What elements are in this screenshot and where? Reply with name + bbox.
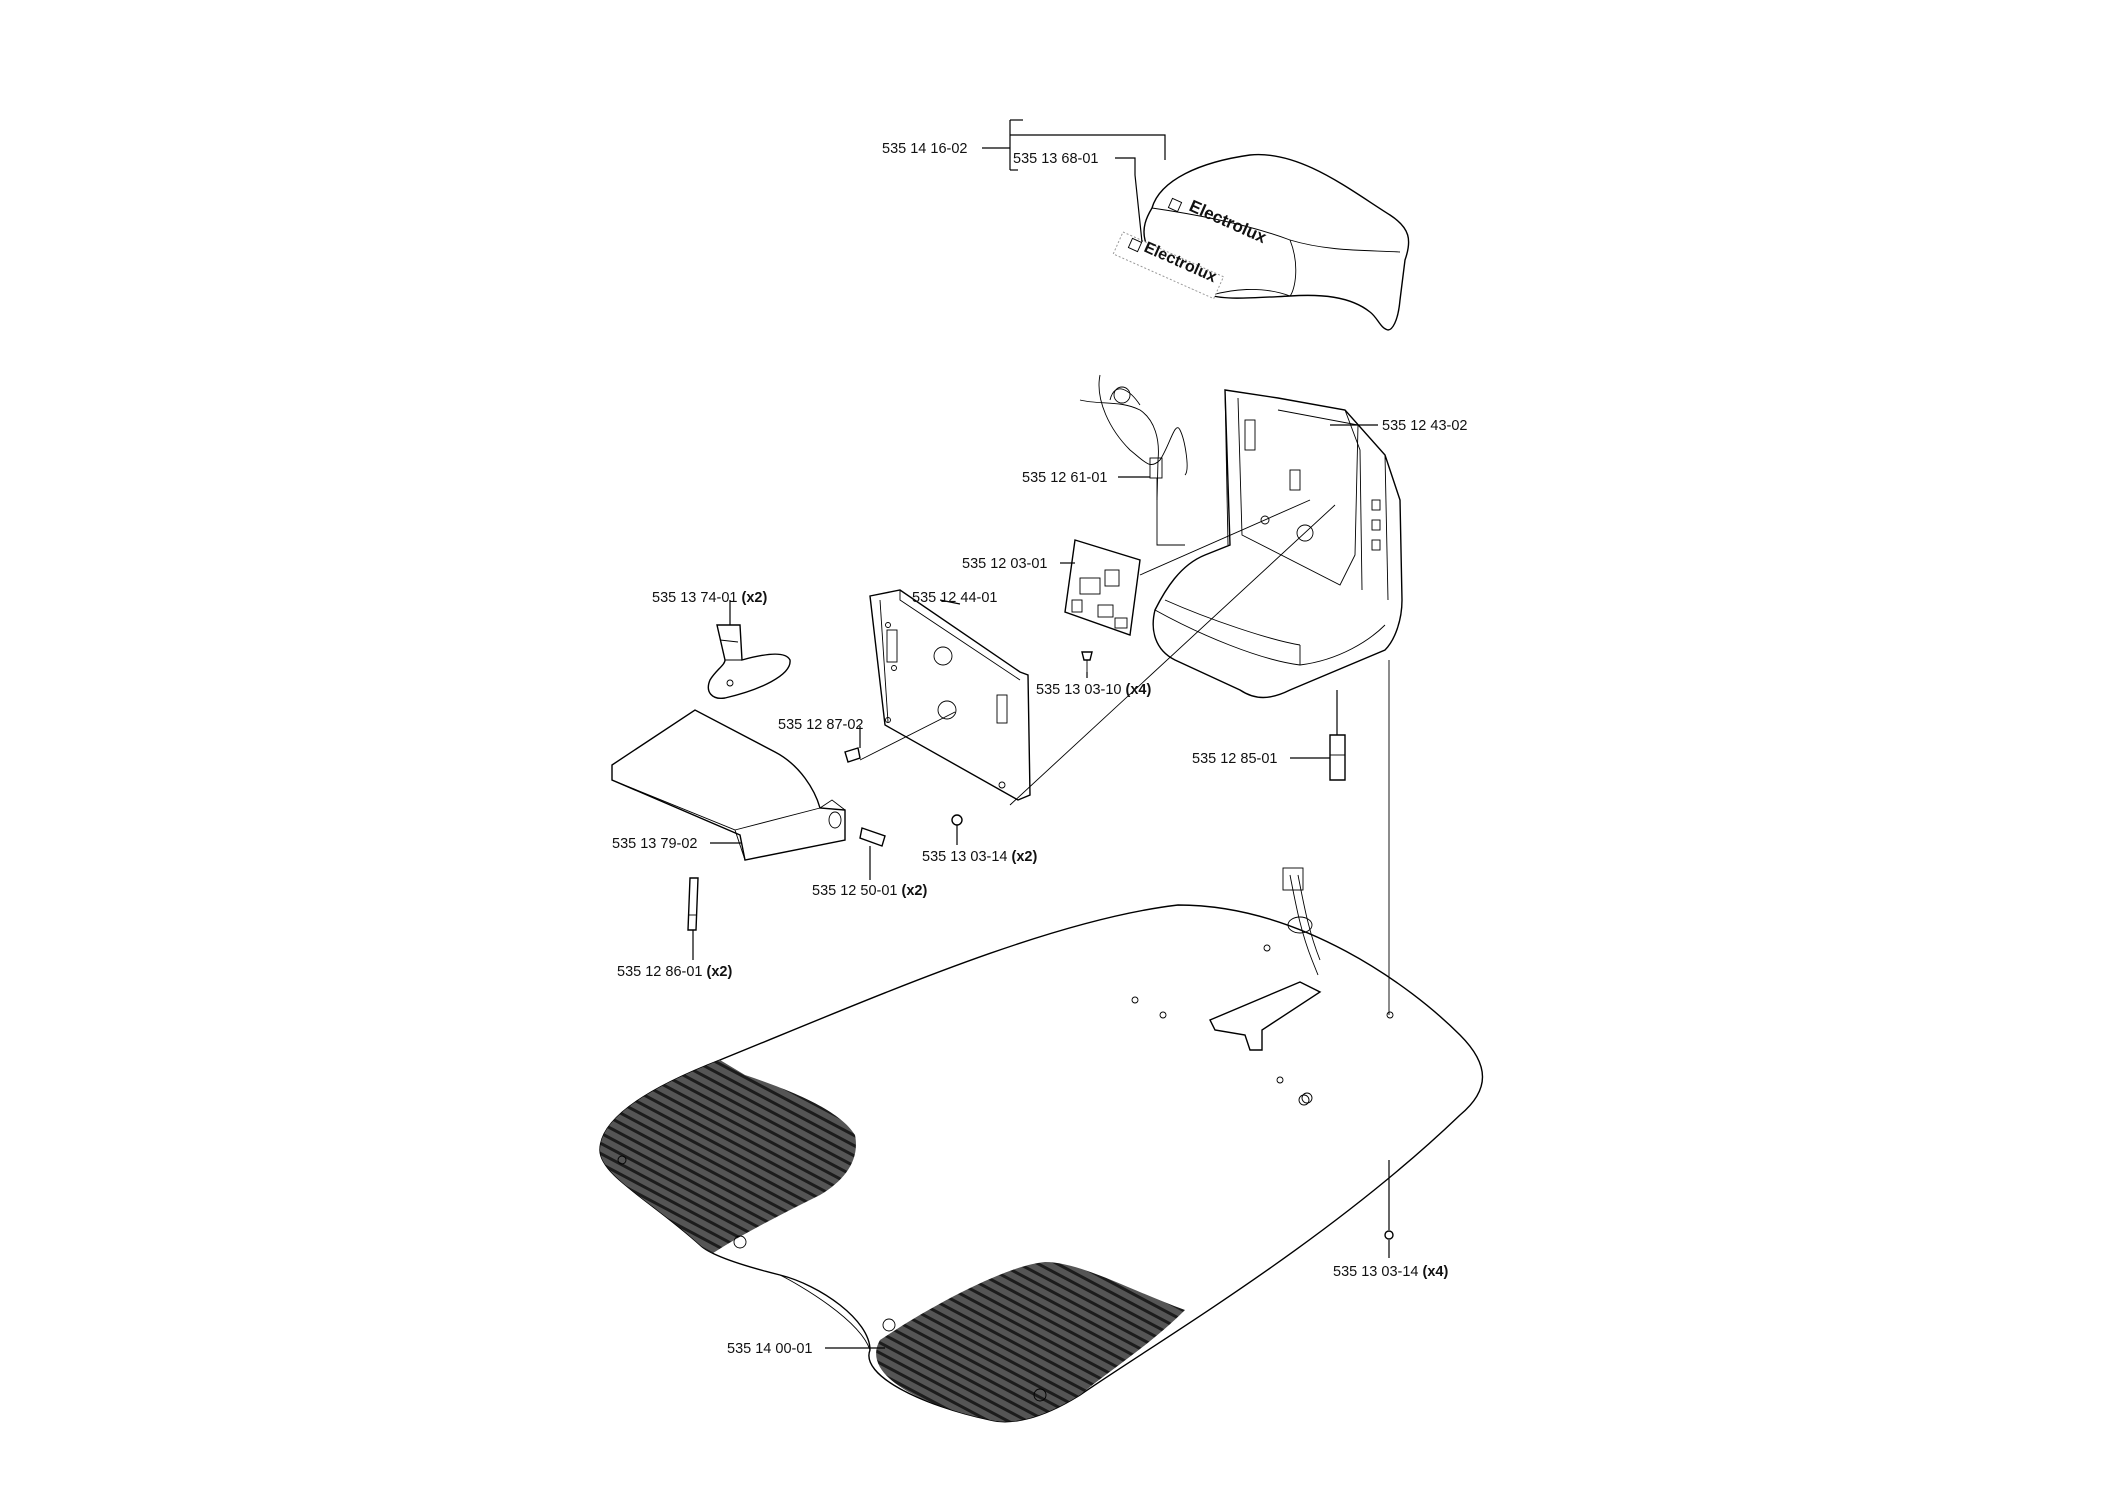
pin: [844, 747, 861, 763]
base-plate: [599, 867, 1484, 1423]
strap: [687, 877, 699, 931]
charging-housing: [1152, 389, 1403, 699]
label-bolt: 535 12 50-01 (x2): [812, 883, 927, 899]
screw-b: [951, 814, 963, 826]
charging-station-cover: Electrolux: [1143, 153, 1410, 331]
label-clip: 535 13 74-01 (x2): [652, 590, 767, 606]
label-plate: 535 12 44-01: [912, 590, 997, 606]
leader-lines: [692, 119, 1390, 1349]
mounting-plate: [869, 589, 1031, 801]
label-strap: 535 12 86-01 (x2): [617, 964, 732, 980]
label-cover: 535 14 16-02: [882, 141, 967, 157]
circuit-board: [1064, 539, 1141, 636]
guide-ramp: [611, 709, 846, 861]
label-board: 535 12 03-01: [962, 556, 1047, 572]
bolt: [859, 827, 886, 847]
label-connector: 535 12 85-01: [1192, 751, 1277, 767]
label-guide: 535 13 79-02: [612, 836, 697, 852]
label-screw-c: 535 13 03-14 (x4): [1333, 1264, 1448, 1280]
connector: [1329, 734, 1346, 781]
clip: [707, 624, 791, 699]
label-decal: 535 13 68-01: [1013, 151, 1098, 167]
label-base: 535 14 00-01: [727, 1341, 812, 1357]
label-harness: 535 12 61-01: [1022, 470, 1107, 486]
callout-labels: 535 14 16-02 535 13 68-01 535 12 43-02 5…: [612, 141, 1467, 1357]
label-screw-a: 535 13 03-10 (x4): [1036, 682, 1151, 698]
screw-c: [1384, 1230, 1394, 1240]
wiring-harness: [1079, 374, 1188, 546]
screw-a: [1081, 651, 1093, 672]
label-housing: 535 12 43-02: [1382, 418, 1467, 434]
label-screw-b: 535 13 03-14 (x2): [922, 849, 1037, 865]
label-pin: 535 12 87-02: [778, 717, 863, 733]
